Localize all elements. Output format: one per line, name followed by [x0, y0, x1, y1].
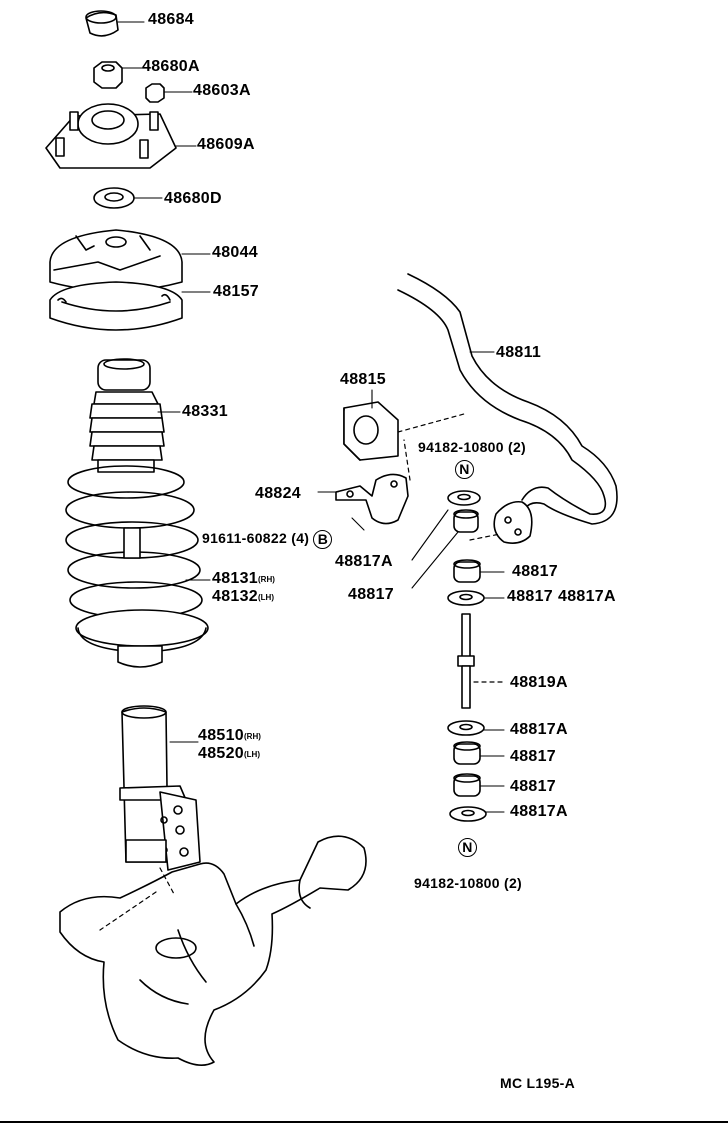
- label-48684: 48684: [148, 11, 194, 28]
- label-94182-10800-lower: 94182-10800 (2): [414, 875, 523, 891]
- label-48131: 48131(RH): [212, 570, 275, 587]
- part-bushing-48817-lower2: [453, 773, 481, 797]
- part-washer-48817A-top: [447, 490, 481, 506]
- label-48157: 48157: [213, 283, 259, 300]
- part-washer-48817A-bottom: [449, 806, 487, 822]
- part-stabilizer-bar-48811: [397, 273, 618, 544]
- part-strut-48510: [119, 705, 201, 871]
- figure-code: MC L195-A: [500, 1075, 576, 1091]
- label-48824: 48824: [255, 485, 301, 502]
- label-48609A: 48609A: [197, 136, 255, 153]
- part-washer-48817A-mid: [447, 590, 485, 606]
- part-upper-support-48609A: [45, 103, 177, 169]
- part-bracket-48824: [335, 473, 409, 525]
- label-48044: 48044: [212, 244, 258, 261]
- label-48603A: 48603A: [193, 82, 251, 99]
- part-washer-48817A-lower: [447, 720, 485, 736]
- label-48811: 48811: [496, 344, 542, 361]
- label-48817-upper-left: 48817: [348, 586, 394, 603]
- part-steering-knuckle: [59, 835, 367, 1066]
- part-bushing-48815: [343, 401, 399, 461]
- label-48817A-mid: 48817A: [558, 588, 616, 605]
- code-N-lower: N: [458, 838, 477, 857]
- label-48680A: 48680A: [142, 58, 200, 75]
- part-bump-boot-48331: [89, 358, 165, 473]
- label-48817A-lower: 48817A: [510, 721, 568, 738]
- part-nut-48603A: [145, 83, 165, 103]
- label-48817-lower2: 48817: [510, 778, 556, 795]
- label-94182-10800-upper: 94182-10800 (2): [418, 439, 527, 455]
- label-48817A-upper-left: 48817A: [335, 553, 393, 570]
- bottom-rule: [0, 1121, 728, 1123]
- label-48331: 48331: [182, 403, 228, 420]
- label-48520: 48520(LH): [198, 745, 260, 762]
- label-48132: 48132(LH): [212, 588, 274, 605]
- part-cap-48684: [85, 10, 119, 37]
- label-48510: 48510(RH): [198, 727, 261, 744]
- part-bushing-48817-top: [453, 509, 479, 533]
- label-48815: 48815: [340, 371, 386, 388]
- part-washer-48680D: [93, 187, 135, 209]
- label-48817-mid: 48817: [512, 563, 558, 580]
- part-spring-seat-48044: [49, 229, 183, 292]
- part-nut-48680A: [93, 61, 123, 89]
- label-91611-60822: 91611-60822 (4) B: [202, 529, 333, 549]
- part-bushing-48817-lower1: [453, 741, 481, 765]
- label-48817A-bottom: 48817A: [510, 803, 568, 820]
- part-bushing-48817-mid: [453, 559, 481, 583]
- part-coil-spring-48131: [65, 465, 209, 668]
- part-link-bolt-48819A: [457, 613, 475, 709]
- label-48817-mid-b: 48817: [507, 588, 553, 605]
- part-insulator-48157: [49, 281, 183, 331]
- label-48680D: 48680D: [164, 190, 222, 207]
- code-N-upper: N: [455, 460, 474, 479]
- label-48819A: 48819A: [510, 674, 568, 691]
- label-48817-lower1: 48817: [510, 748, 556, 765]
